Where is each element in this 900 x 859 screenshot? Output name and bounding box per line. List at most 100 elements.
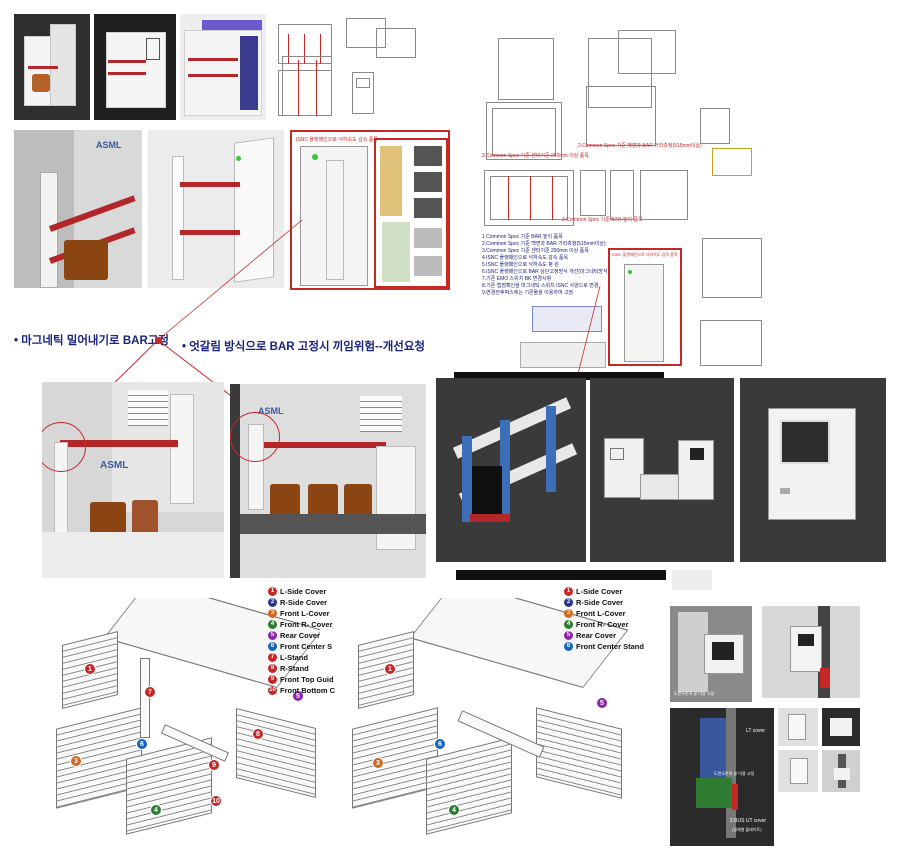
legend-label: Front L-Cover [576, 609, 626, 618]
legend-number: 1 [564, 587, 573, 596]
render-door-frame [148, 130, 284, 288]
legend-label: Front Center Stand [576, 642, 644, 651]
drawing-top-3 [338, 14, 420, 120]
legend-label: Front R- Cover [280, 620, 333, 629]
legend-label: R-Side Cover [576, 598, 624, 607]
brand-logo: ASML [100, 460, 129, 471]
legend-label: L-Side Cover [280, 587, 327, 596]
render-cover-block [740, 378, 886, 562]
callout-crossed: • 엇갈림 방식으로 BAR 고정시 끼임위험--개선요청 [182, 341, 426, 353]
part-badge: 6 [136, 738, 148, 750]
thumb-detail-1 [778, 708, 818, 746]
spec-list: 1.Common Spec 기준 BAR 높이 품목 2.Common Spec… [482, 234, 610, 297]
strip-bottom-2 [672, 570, 712, 590]
legend-number: 2 [564, 598, 573, 607]
legend-number: 5 [268, 631, 277, 640]
part-badge: 1 [384, 663, 396, 675]
legend-label: Rear Cover [576, 631, 617, 640]
legend-number: 2 [268, 598, 277, 607]
spec-list-item: 9.변경전후박스에는 기존물을 이용하여 고정 [482, 290, 574, 296]
legend-label: Front Center S [280, 642, 333, 651]
render-lt-bus-cover: LT cover 도면오른쪽 끝 이용 고정 2.BUS UT cover (일… [670, 708, 774, 846]
spec-note-a: 2.Common Spec 기준 백면과 BAR 거리측정(515mm이상) [578, 143, 702, 149]
photo-equipment-1 [14, 14, 90, 120]
bus-cover-label: 2.BUS UT cover [730, 818, 767, 824]
legend-number: 8 [268, 664, 277, 673]
isnc-detail-frame: ISNC 플랫패인으로 낙하속도 감속 품목 [290, 130, 450, 290]
lt-cover-label: LT cover [746, 728, 765, 734]
spec-list-item: 2.Common Spec 기준 백면과 BAR 거리측정(515mm이상) [482, 241, 606, 247]
legend-number: 7 [268, 653, 277, 662]
part-badge: 3 [372, 757, 384, 769]
callout-magnetic: • 마그네틱 밀어내기로 BAR고정 [14, 335, 169, 347]
isnc-note-top: ISNC 플랫패인으로 낙하속도 감속 품목 [296, 137, 378, 143]
render-bar-left: ASML [42, 382, 224, 578]
photo-equipment-3 [180, 14, 266, 120]
part-badge: 6 [434, 738, 446, 750]
spec-list-item: 5.ISNC 플랫패인으로 낙하속도 평 원 [482, 262, 559, 268]
legend-label: Front R- Cover [576, 620, 629, 629]
spec-note-b: 3.Common Spec 기준 센터기준 290mm 이상 품목 [482, 153, 589, 159]
thumb-detail-4 [822, 750, 860, 792]
strip-bottom-1 [456, 570, 666, 580]
isnc-note-mid: ISNC 플랫패인으로 낙하속도 감속 품목 [612, 252, 678, 257]
part-badge: 1 [84, 663, 96, 675]
render-guide-cover-2 [762, 606, 860, 698]
render-guide-cover-1: 도면오른쪽 끝 이용 고정 [670, 606, 752, 702]
render-bar-right: ASML [230, 384, 426, 578]
guide-note: 도면오른쪽 끝 이용 고정 [674, 691, 715, 696]
part-badge: 4 [150, 804, 162, 816]
part-badge: 3 [70, 755, 82, 767]
spec-note-c: 2.Common Spec 기준 BAR 높이 품목 [562, 217, 643, 223]
legend-label: L-Stand [280, 653, 308, 662]
spec-list-item: 1.Common Spec 기준 BAR 높이 품목 [482, 234, 563, 240]
spec-drawing-sheet: 2.Common Spec 기준 백면과 BAR 거리측정(515mm이상) 3… [478, 30, 768, 370]
legend-label: R-Side Cover [280, 598, 328, 607]
isnc-detail-frame-2: ISNC 플랫패인으로 낙하속도 감속 품목 [608, 248, 682, 366]
thumb-detail-3 [778, 750, 818, 792]
part-badge: 5 [596, 697, 608, 709]
part-badge: 9 [208, 759, 220, 771]
legend-label: Front Top Guid [280, 675, 334, 684]
legend-number: 6 [268, 642, 277, 651]
drawing-top-2 [280, 52, 336, 122]
render-bracket-bars [436, 378, 586, 562]
callout-marker [155, 337, 162, 344]
legend-label: Rear Cover [280, 631, 321, 640]
bar-top-strip [454, 372, 664, 380]
part-badge: 7 [144, 686, 156, 698]
legend-number: 4 [564, 620, 573, 629]
legend-label: L-Side Cover [576, 587, 623, 596]
spec-list-item: 7.기존 EMO 스위치 BK 변경사항 [482, 276, 552, 282]
guide-note-2: 도면오른쪽 끝 이용 고정 [714, 771, 755, 776]
thumb-detail-2 [822, 708, 860, 746]
legend-number: 9 [268, 675, 277, 684]
bus-cover-sub: (일체형 플레이트) [732, 827, 762, 832]
spec-list-item: 4.ISNC 플랫패인으로 낙하속도 감속 품목 [482, 255, 569, 261]
legend-number: 6 [564, 642, 573, 651]
part-badge: 4 [448, 804, 460, 816]
legend-number: 10 [268, 686, 277, 695]
legend-number: 4 [268, 620, 277, 629]
spec-list-item: 6.ISNC 플랫패인으로 BAR 상단고정방식 개선(마그네틱방식) [482, 269, 610, 275]
legend-number: 1 [268, 587, 277, 596]
legend-number: 3 [268, 609, 277, 618]
part-badge: 5 [292, 690, 304, 702]
part-badge: 8 [252, 728, 264, 740]
render-cover-pieces [590, 378, 734, 562]
photo-bar-closeup: ASML [14, 130, 142, 288]
